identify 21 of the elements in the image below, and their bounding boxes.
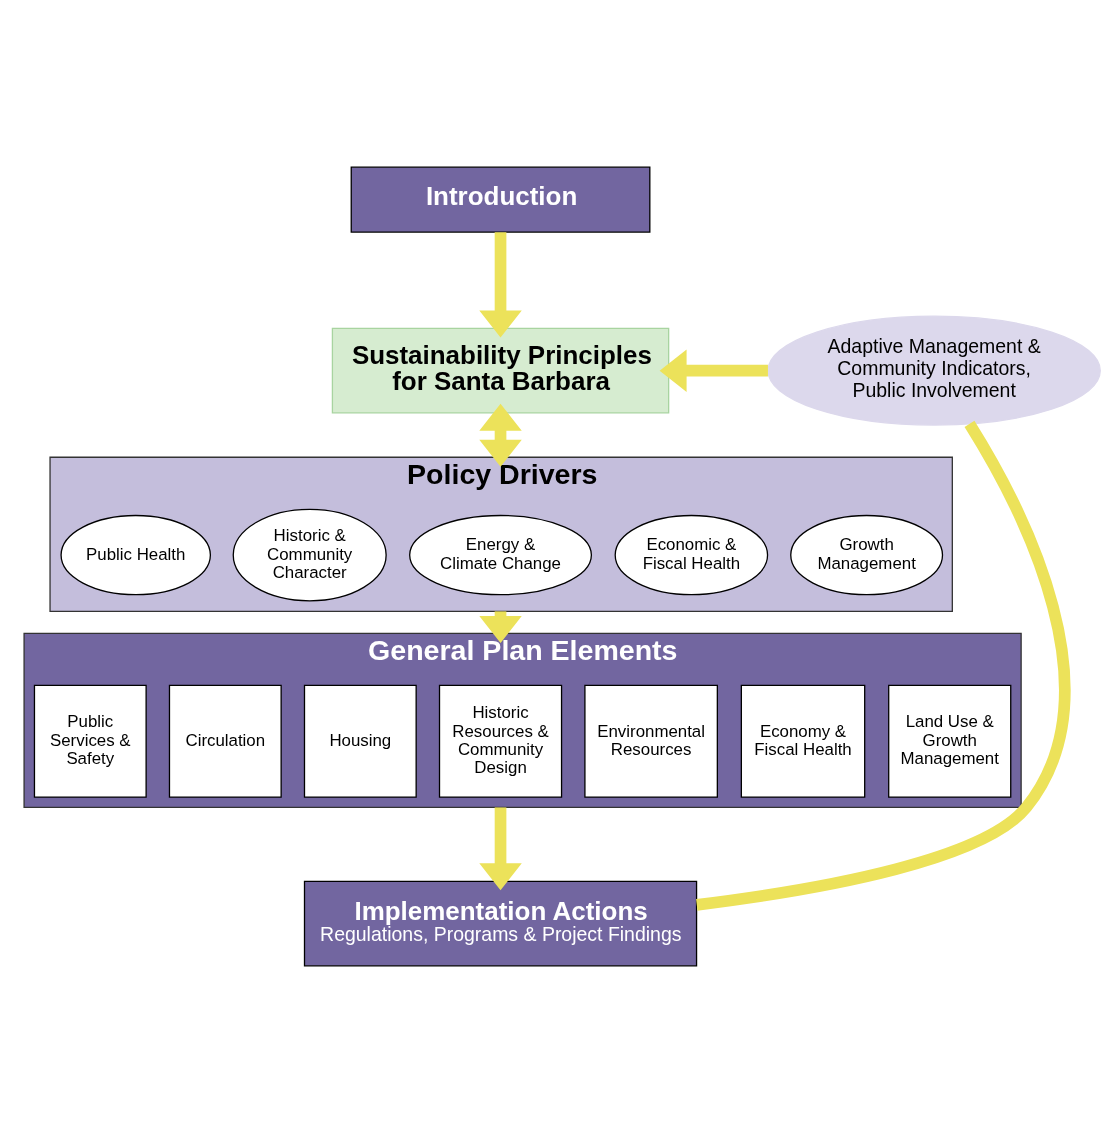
arrow xyxy=(479,231,522,337)
node-box: Introduction xyxy=(350,166,651,233)
node-ellipse: Economic & Fiscal Health xyxy=(614,514,769,595)
node-box: Implementation Actions Regulations, Programs & Project Findings xyxy=(303,880,698,966)
node-box: Environmental Resources xyxy=(584,684,718,798)
node-box: Sustainability Principles for Santa Barbara xyxy=(331,327,670,413)
node-box: Historic Resources & Community Design xyxy=(438,684,563,798)
arrow xyxy=(479,403,522,467)
connector xyxy=(696,420,1071,911)
arrow xyxy=(659,348,768,392)
node-box: Public Services & Safety xyxy=(33,684,147,798)
arrow xyxy=(479,806,522,890)
node-ellipse: Historic & Community Character xyxy=(232,508,387,601)
node-box: Land Use & Growth Management xyxy=(888,684,1012,798)
node-ellipse: Public Health xyxy=(60,514,212,595)
node-ellipse: Energy & Climate Change xyxy=(409,514,593,595)
node-box: Economy & Fiscal Health xyxy=(740,684,866,798)
node-box: Circulation xyxy=(168,684,282,798)
node-ellipse: Growth Management xyxy=(790,514,944,595)
node-ellipse: Adaptive Management & Community Indicators, Public Involvement xyxy=(767,315,1101,426)
node-box: Housing xyxy=(303,684,417,798)
